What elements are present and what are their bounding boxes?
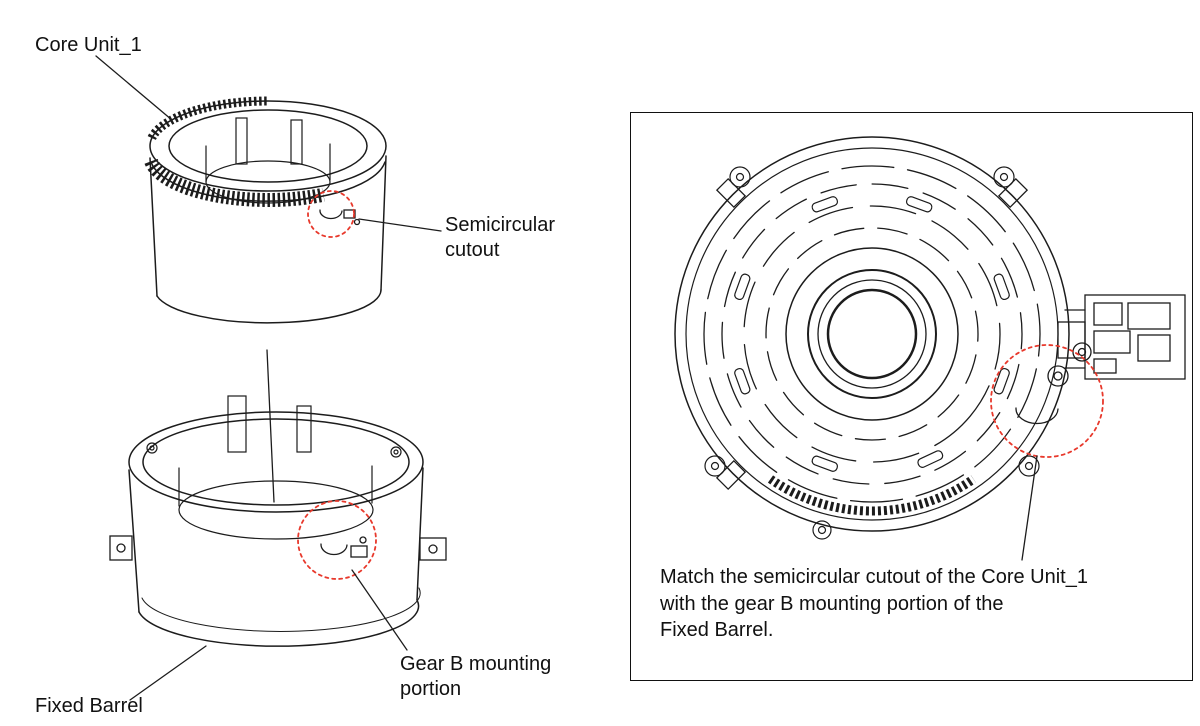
gear-b-highlight: [297, 500, 377, 580]
connector-block: [1057, 294, 1186, 380]
assembled-view-drawing: [674, 136, 1186, 540]
fixed-barrel-drawing: [109, 395, 447, 647]
screw-detail: [146, 442, 402, 458]
core-unit-leader-line: [95, 55, 173, 121]
semicircular-cutout-leader-line: [358, 218, 442, 232]
semicircular-cutout-label: Semicircular cutout: [445, 214, 556, 261]
fixed-barrel-label: Fixed Barrel: [35, 695, 143, 717]
gear-b-leader-line: [351, 569, 408, 651]
fixed-barrel-leader-line: [129, 645, 207, 701]
gear-teeth: [144, 158, 325, 207]
plate-tabs: [715, 177, 1029, 491]
gear-b-mounting-detail: [320, 536, 368, 558]
gear-teeth: [767, 475, 977, 516]
semicircular-cutout-highlight: [307, 190, 355, 238]
lens-opening: [826, 288, 918, 380]
instruction-box: [630, 112, 1193, 681]
mounting-lugs: [109, 535, 447, 561]
matched-cutout-detail: [1015, 365, 1069, 425]
core-unit-drawing: [144, 96, 387, 324]
core-unit-label: Core Unit_1: [35, 34, 142, 56]
assembled-highlight: [990, 344, 1104, 458]
caption-leader-line: [1021, 455, 1038, 561]
semicircular-cutout-detail: [319, 209, 361, 226]
radial-slots: [734, 196, 1010, 472]
screw-detail: [704, 166, 1040, 540]
alignment-line: [266, 349, 275, 503]
instruction-caption: Match the semicircular cutout of the Cor…: [660, 566, 1088, 642]
gear-teeth: [147, 96, 269, 141]
gear-b-mounting-label: Gear B mounting portion: [400, 653, 552, 700]
